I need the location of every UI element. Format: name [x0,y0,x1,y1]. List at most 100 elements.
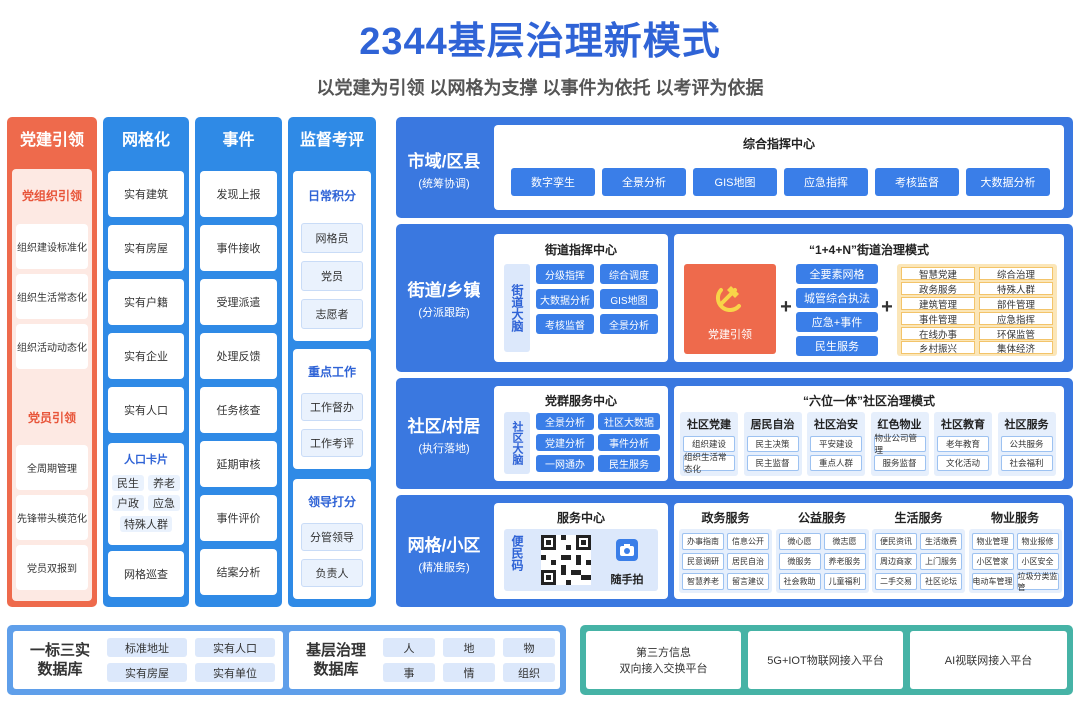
community-function: 社区大数据 [598,413,660,430]
service-item[interactable]: 周边商家 [875,553,917,570]
service-item[interactable]: 社会救助 [778,573,821,590]
supervise-item: 志愿者 [301,299,363,329]
service-item[interactable]: 留言建议 [727,573,769,590]
street-mode-item: 民生服务 [796,336,878,356]
supervise-item: 网格员 [301,223,363,253]
row-sublabel: (精准服务) [418,562,470,574]
service-item[interactable]: 垃圾分类监管 [1016,571,1059,592]
community-group-title: 社区党建 [687,419,731,431]
group-title: 党组织引领 [21,189,82,203]
community-group-title: 居民自治 [750,419,795,431]
row-sublabel: (统筹协调) [418,178,470,190]
service-item[interactable]: 民意调研 [682,553,724,570]
db1-item: 实有房屋 [107,663,187,682]
supervise-item: 分管领导 [301,523,363,551]
community-group-item: 老年教育 [937,436,989,452]
party-item: 组织生活常态化 [16,274,88,319]
db2-label: 基层治理 数据库 [305,642,366,678]
plus-icon: + [780,296,792,318]
service-item[interactable]: 小区管家 [971,553,1014,570]
event-step: 任务核查 [200,387,277,433]
column-title: 监督考评 [299,132,364,149]
panel-title: 服务中心 [556,511,605,525]
community-mode-group: 社区服务公共服务社会福利 [997,412,1056,476]
service-item[interactable]: 社区论坛 [920,573,962,590]
party-member-group: 党员引领 全周期管理 先锋带头模范化 党员双报到 [12,393,92,601]
service-item[interactable]: 办事指南 [682,533,724,550]
service-item[interactable]: 居民自治 [727,553,769,570]
event-step: 事件评价 [200,495,277,541]
service-item[interactable]: 微服务 [778,553,821,570]
db2-item: 地 [443,638,495,657]
party-item: 党员双报到 [16,545,88,590]
n-module: 在线办事 [901,327,975,341]
panel-title: 综合指挥中心 [742,137,815,151]
grid-item: 网格巡查 [108,551,184,597]
card-tag: 户政 [112,495,144,511]
supervise-item: 工作考评 [301,429,363,457]
db2-item: 事 [383,663,435,682]
event-step: 处理反馈 [200,333,277,379]
population-card: 人口卡片 民生 养老 户政 应急 特殊人群 [108,443,184,545]
card-tag: 应急 [148,495,180,511]
bottom-databases: 一标三实 数据库 标准地址 实有人口 实有房屋 实有单位 基层治理 数据库 人 … [7,625,566,695]
street-mode-item: 全要素网格 [796,264,878,284]
card-title: 人口卡片 [124,454,168,466]
event-step: 事件接收 [200,225,277,271]
grid-item: 实有企业 [108,333,184,379]
service-item[interactable]: 便民资讯 [875,533,917,550]
city-function: 全景分析 [602,168,686,196]
community-mode-group: 社区党建组织建设组织生活常态化 [680,412,738,476]
party-leading-label: 党建引领 [708,329,752,341]
db2-item: 组织 [503,663,555,682]
street-mode-item: 应急+事件 [796,312,878,332]
street-function: 分级指挥 [536,264,594,284]
party-item: 组织活动动态化 [16,324,88,369]
city-function: 数字孪生 [511,168,595,196]
service-item[interactable]: 儿童福利 [823,573,866,590]
row-sublabel: (分派跟踪) [418,307,470,319]
community-group-item: 服务监督 [873,455,926,471]
service-item[interactable]: 微心愿 [778,533,821,550]
event-step: 结案分析 [200,549,277,595]
street-function: 大数据分析 [536,289,594,309]
snap-label[interactable]: 随手拍 [610,574,644,586]
community-group-title: 社区教育 [941,419,985,431]
grid-item: 实有人口 [108,387,184,433]
service-category-box: 便民资讯生活缴费周边商家上门服务二手交易社区论坛 [872,529,965,593]
event-step: 发现上报 [200,171,277,217]
party-item: 全周期管理 [16,445,88,490]
service-item[interactable]: 电动车管理 [971,573,1014,590]
service-item[interactable]: 上门服务 [920,553,962,570]
panel-title: “1+4+N”街道治理模式 [808,243,930,257]
service-item[interactable]: 养老服务 [823,553,866,570]
db1-item: 标准地址 [107,638,187,657]
service-item[interactable]: 信息公开 [727,533,769,550]
group-title: 领导打分 [307,495,356,509]
community-mode-panel: “六位一体”社区治理模式 社区党建组织建设组织生活常态化居民自治民主决策民主监督… [674,386,1064,481]
service-item[interactable]: 二手交易 [875,573,917,590]
db1-item: 实有人口 [195,638,275,657]
grid-item: 实有户籍 [108,279,184,325]
group-title: 党员引领 [27,411,76,425]
service-item[interactable]: 小区安全 [1016,553,1059,570]
group-title: 重点工作 [307,365,356,379]
n-modules-box: 智慧党建 综合治理 政务服务 特殊人群 建筑管理 部件管理 事件管理 应急指挥 … [897,264,1057,356]
service-category-title: 物业服务 [990,511,1039,525]
camera-icon[interactable] [616,539,638,561]
service-category-title: 生活服务 [894,511,943,525]
service-item[interactable]: 微志愿 [823,533,866,550]
street-mode-item: 城管综合执法 [796,288,878,308]
service-category-box: 微心愿微志愿微服务养老服务社会救助儿童福利 [775,529,869,593]
service-item[interactable]: 智慧养老 [682,573,724,590]
street-function: 考核监督 [536,314,594,334]
service-item[interactable]: 物业管理 [971,533,1014,550]
service-category-title: 政务服务 [701,511,750,525]
service-item[interactable]: 生活缴费 [920,533,962,550]
party-item: 组织建设标准化 [16,224,88,269]
row-label: 市域/区县 [407,152,481,171]
community-group-item: 物业公司管理 [873,433,926,455]
group-title: 日常积分 [307,189,356,203]
convenience-code-label: 便民码 [510,535,524,571]
service-item[interactable]: 物业报修 [1016,533,1059,550]
